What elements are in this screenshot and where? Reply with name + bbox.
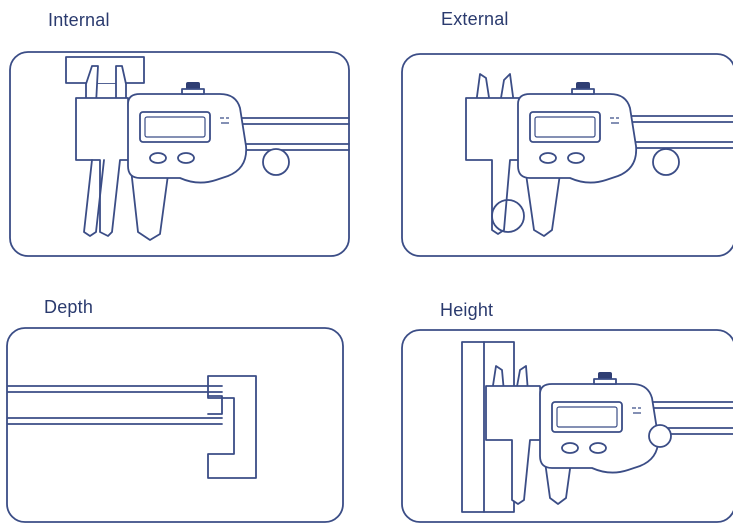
digital-caliper-icon (127, 81, 248, 184)
panel-depth (6, 327, 344, 523)
caption-internal: Internal (48, 10, 110, 30)
hatched-workpiece-icon (491, 199, 525, 233)
panel-external (401, 53, 733, 257)
digital-caliper-icon (517, 81, 638, 184)
hatched-workpiece-icon (461, 341, 485, 513)
caption-external: External (441, 9, 509, 29)
hatched-workpiece-icon (207, 375, 257, 479)
panel-internal (9, 51, 350, 257)
caption-depth: Depth (44, 297, 94, 317)
caption-height: Height (440, 300, 494, 320)
panel-height (401, 329, 733, 523)
digital-caliper-icon (539, 371, 660, 474)
panel-frame (6, 327, 344, 523)
